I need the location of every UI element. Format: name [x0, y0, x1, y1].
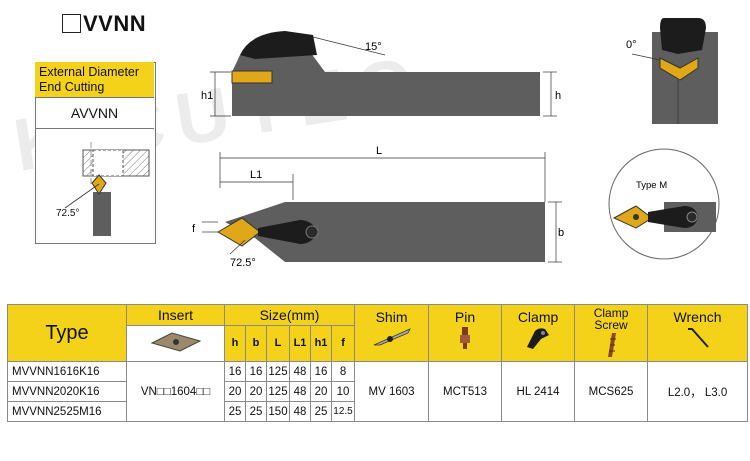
col-L1: L1: [289, 324, 311, 363]
dim-f: f: [192, 223, 196, 235]
clamp-screw-value: MCS625: [574, 361, 649, 422]
heading-line-1: External Diameter: [39, 65, 140, 79]
dim-h: h: [555, 90, 561, 102]
table-row: MVVNN1616K16 VN□□1604□□ 16 16 125 48 16 …: [7, 361, 749, 422]
shim-value: MV 1603: [354, 361, 430, 422]
cell-b: 20: [245, 381, 267, 402]
clamp-header: Clamp: [501, 304, 576, 362]
size-header: Size(mm): [223, 304, 356, 326]
dim-L1: L1: [250, 169, 262, 181]
angle-72-5: 72.5°: [230, 257, 256, 269]
top-view-drawing: L L1 f b 72.5°: [192, 145, 564, 269]
type-m-detail: Type M: [608, 148, 720, 260]
clamp-screw-header: Clamp Screw: [574, 304, 649, 362]
cell-h1: 25: [310, 401, 332, 422]
checkbox-symbol: [62, 14, 81, 33]
clamp-header-label: Clamp: [517, 309, 559, 325]
cell-b: 16: [245, 361, 267, 382]
shim-header-label: Shim: [375, 309, 408, 325]
row-type: MVVNN2525M16: [7, 401, 127, 422]
cell-h: 25: [224, 401, 246, 422]
spec-table: Type Insert Size(mm) Shim Pin Clamp Clam…: [7, 304, 749, 422]
cell-h: 20: [224, 381, 246, 402]
cell-f: 8: [330, 361, 356, 382]
shim-icon: [373, 328, 411, 346]
application-angle: 72.5°: [56, 208, 79, 219]
type-m-label: Type M: [636, 180, 667, 191]
insert-code: VN□□1604□□: [126, 361, 225, 422]
dim-h1: h1: [201, 90, 213, 102]
col-f: f: [330, 324, 356, 363]
front-section-drawing: 0°: [626, 18, 718, 124]
col-L: L: [266, 324, 290, 363]
cell-L1: 48: [289, 361, 311, 382]
wrench-icon: [687, 328, 709, 348]
wrench-header: Wrench: [647, 304, 749, 362]
cell-L: 150: [266, 401, 290, 422]
cell-f: 10: [330, 381, 356, 402]
wrench-header-label: Wrench: [673, 309, 722, 325]
col-h: h: [224, 324, 246, 363]
application-model: AVVNN: [35, 98, 154, 129]
pin-header: Pin: [428, 304, 503, 362]
insert-header: Insert: [126, 304, 225, 326]
page-title: VVNN: [62, 11, 146, 37]
pin-icon: [460, 327, 471, 349]
cell-h1: 20: [310, 381, 332, 402]
angle-15: 15°: [365, 41, 382, 53]
cell-L1: 48: [289, 381, 311, 402]
cell-b: 25: [245, 401, 267, 422]
cell-L1: 48: [289, 401, 311, 422]
application-diagram: 72.5°: [56, 142, 150, 236]
angle-0: 0°: [626, 39, 637, 51]
pin-header-label: Pin: [454, 309, 476, 325]
cell-L: 125: [266, 361, 290, 382]
type-header: Type: [7, 304, 127, 362]
clamp-screw-label-2: Screw: [594, 318, 628, 332]
dim-b: b: [558, 227, 564, 239]
cell-f: 12.5: [330, 401, 356, 422]
cell-h: 16: [224, 361, 246, 382]
dim-L: L: [376, 145, 382, 157]
clamp-value: HL 2414: [501, 361, 576, 422]
wrench-value: L2.0， L3.0: [647, 361, 749, 422]
row-type: MVVNN2020K16: [7, 381, 127, 402]
clamp-icon: [527, 328, 550, 349]
pin-value: MCT513: [428, 361, 503, 422]
col-h1: h1: [310, 324, 332, 363]
cell-h1: 16: [310, 361, 332, 382]
insert-icon: [150, 332, 201, 352]
clamp-screw-label-1: Clamp: [593, 306, 629, 320]
row-type: MVVNN1616K16: [7, 361, 127, 382]
table-row: MVVNN2525M16 25 25 150 48 25 12.5: [7, 401, 748, 422]
side-view-drawing: h1 h 15°: [201, 31, 561, 117]
heading-line-2: End Cutting: [39, 80, 105, 94]
insert-image-cell: [126, 324, 225, 363]
shim-header: Shim: [354, 304, 430, 362]
clamp-screw-icon: [608, 333, 617, 357]
col-b: b: [245, 324, 267, 363]
cell-L: 125: [266, 381, 290, 402]
application-heading: External Diameter End Cutting: [35, 62, 154, 98]
